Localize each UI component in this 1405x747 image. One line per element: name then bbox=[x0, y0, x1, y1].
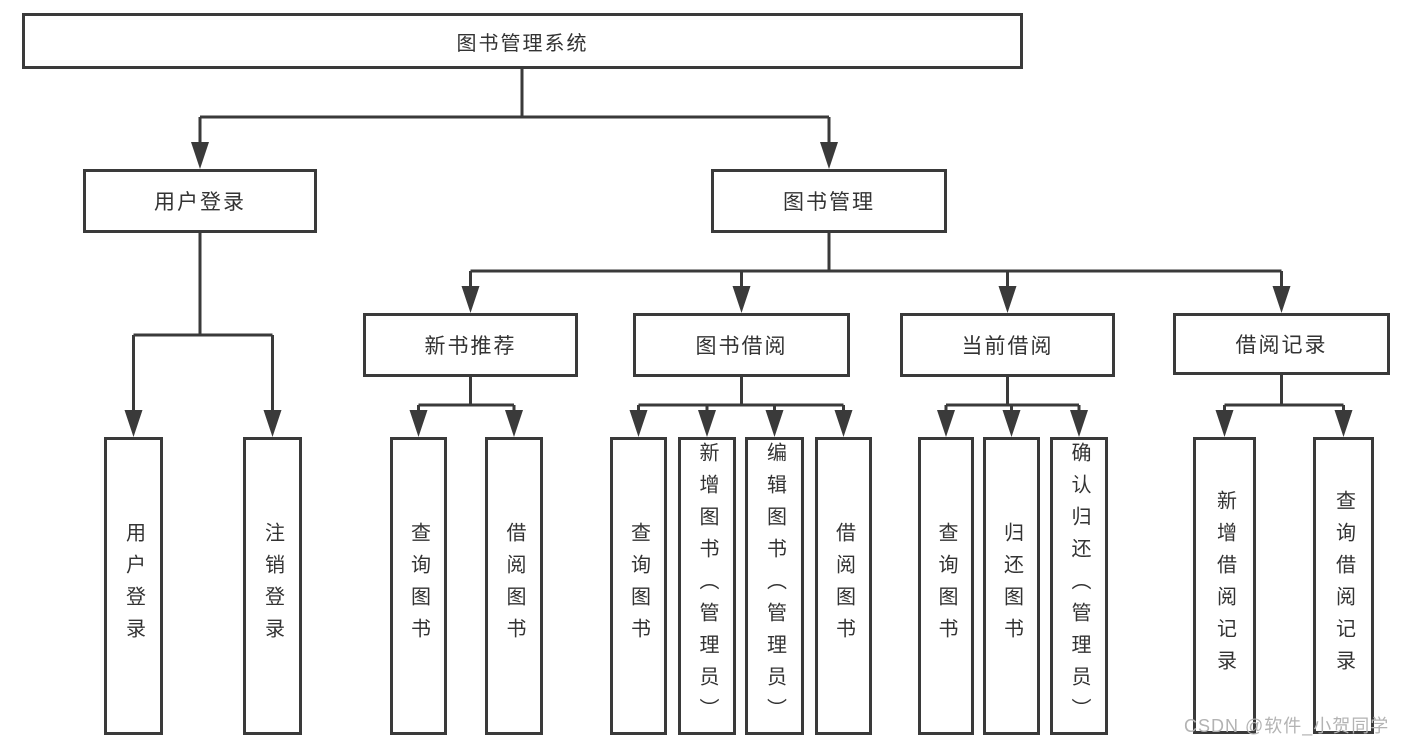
node-label-leaf-edit-book-admin: 编辑图书（管理员） bbox=[763, 442, 786, 730]
node-label-root: 图书管理系统 bbox=[456, 32, 589, 55]
node-current-borrowing: 当前借阅 bbox=[900, 313, 1115, 377]
node-borrowing-records: 借阅记录 bbox=[1173, 313, 1390, 375]
node-label-leaf-return-book: 归还图书 bbox=[1000, 522, 1023, 650]
node-label-leaf-query-borrow-record: 查询借阅记录 bbox=[1332, 489, 1355, 682]
node-leaf-borrow-books-2: 借阅图书 bbox=[815, 437, 872, 735]
node-label-book-management: 图书管理 bbox=[783, 191, 875, 214]
node-new-book-recommend: 新书推荐 bbox=[363, 313, 578, 377]
node-label-leaf-borrow-books-1: 借阅图书 bbox=[503, 522, 525, 650]
node-leaf-add-borrow-record: 新增借阅记录 bbox=[1193, 437, 1256, 734]
node-label-leaf-logout: 注销登录 bbox=[261, 522, 284, 650]
node-label-leaf-borrow-books-2: 借阅图书 bbox=[832, 522, 855, 650]
node-leaf-query-books-1: 查询图书 bbox=[390, 437, 447, 735]
node-book-borrowing: 图书借阅 bbox=[633, 313, 850, 377]
node-leaf-user-login: 用户登录 bbox=[104, 437, 163, 735]
arrowheads bbox=[124, 142, 1353, 437]
node-label-leaf-add-borrow-record: 新增借阅记录 bbox=[1213, 489, 1236, 682]
node-label-borrowing-records: 借阅记录 bbox=[1235, 334, 1328, 357]
watermark-text: CSDN @软件_小贺同学 bbox=[1184, 716, 1390, 736]
node-leaf-add-book-admin: 新增图书（管理员） bbox=[678, 437, 736, 735]
node-leaf-confirm-return-admin: 确认归还（管理员） bbox=[1050, 437, 1108, 735]
node-leaf-query-borrow-record: 查询借阅记录 bbox=[1313, 437, 1374, 734]
node-leaf-logout: 注销登录 bbox=[243, 437, 302, 735]
node-label-book-borrowing: 图书借阅 bbox=[695, 335, 788, 358]
node-label-leaf-user-login: 用户登录 bbox=[122, 522, 145, 650]
node-label-current-borrowing: 当前借阅 bbox=[961, 335, 1054, 358]
node-book-management: 图书管理 bbox=[711, 169, 947, 233]
node-label-user-login: 用户登录 bbox=[154, 191, 246, 214]
connector-path bbox=[132, 69, 1345, 413]
node-leaf-query-books-2: 查询图书 bbox=[610, 437, 667, 735]
node-label-leaf-confirm-return-admin: 确认归还（管理员） bbox=[1068, 442, 1090, 730]
node-root: 图书管理系统 bbox=[22, 13, 1023, 69]
node-leaf-query-books-3: 查询图书 bbox=[918, 437, 974, 735]
node-label-new-book-recommend: 新书推荐 bbox=[424, 335, 517, 358]
node-label-leaf-add-book-admin: 新增图书（管理员） bbox=[696, 442, 718, 730]
node-label-leaf-query-books-1: 查询图书 bbox=[407, 522, 430, 650]
node-label-leaf-query-books-2: 查询图书 bbox=[627, 522, 650, 650]
node-leaf-edit-book-admin: 编辑图书（管理员） bbox=[745, 437, 804, 735]
node-label-leaf-query-books-3: 查询图书 bbox=[935, 522, 957, 650]
node-user-login: 用户登录 bbox=[83, 169, 317, 233]
node-leaf-return-book: 归还图书 bbox=[983, 437, 1040, 735]
node-leaf-borrow-books-1: 借阅图书 bbox=[485, 437, 543, 735]
